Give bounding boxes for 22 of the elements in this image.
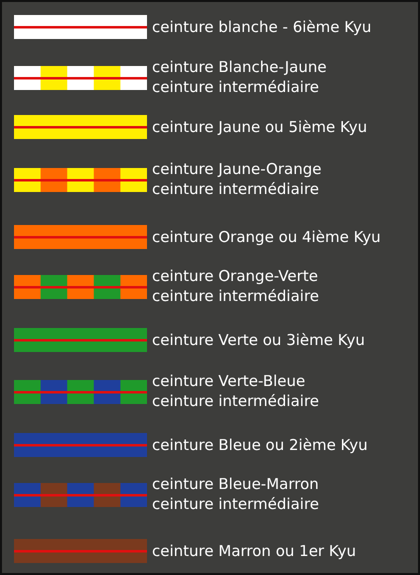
belt-caption: ceinture Orange ou 4ième Kyu: [152, 227, 381, 247]
belt-drawing: [14, 168, 147, 192]
belt-drawing: [14, 225, 147, 249]
belt-caption: ceinture Bleue-Marron ceinture intermédiaire: [152, 474, 320, 514]
belt-caption: ceinture Marron ou 1er Kyu: [152, 541, 356, 561]
belt-caption: ceinture Verte-Bleue ceinture intermédiaire: [152, 371, 320, 411]
belt-caption: ceinture Orange-Verte ceinture intermédiaire: [152, 266, 320, 306]
belt-drawing: [14, 380, 147, 404]
belt-drawing: [14, 115, 147, 139]
belt-caption: ceinture Bleue ou 2ième Kyu: [152, 435, 368, 455]
belt-drawing: [14, 15, 147, 39]
belt-drawing: [14, 539, 147, 563]
belt-drawing: [14, 66, 147, 90]
belt-drawing: [14, 433, 147, 457]
belt-caption: ceinture Blanche-Jaune ceinture intermédiaire: [152, 57, 328, 97]
belt-caption: ceinture Verte ou 3ième Kyu: [152, 330, 365, 350]
belt-drawing: [14, 328, 147, 352]
belt-caption: ceinture blanche - 6ième Kyu: [152, 17, 372, 37]
belt-caption: ceinture Jaune-Orange ceinture intermédiaire: [152, 159, 322, 199]
belt-caption: ceinture Jaune ou 5ième Kyu: [152, 117, 368, 137]
belt-drawing: [14, 275, 147, 299]
belt-drawing: [14, 483, 147, 507]
